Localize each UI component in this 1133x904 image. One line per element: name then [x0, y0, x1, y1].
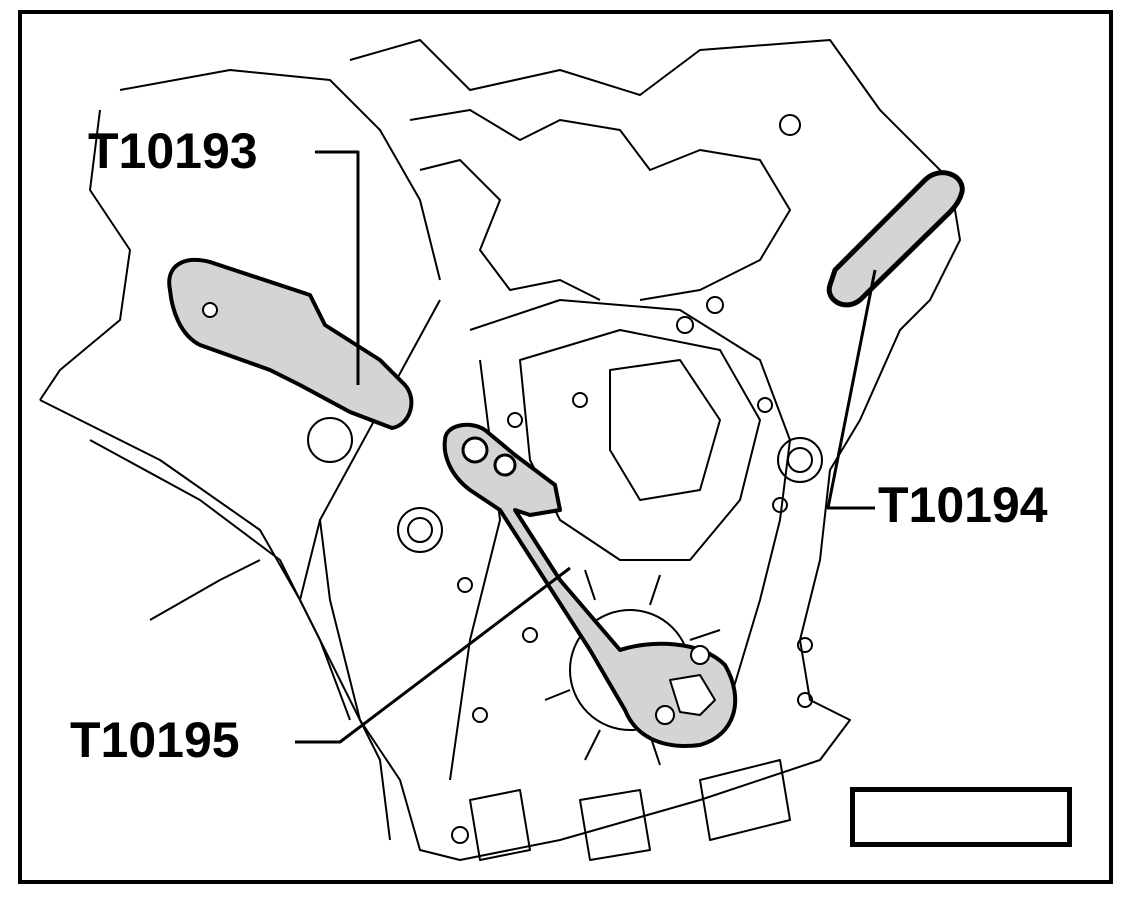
leader-t10193	[315, 150, 360, 385]
tool-t10193	[167, 257, 414, 430]
reference-number-box	[850, 787, 1072, 847]
diagram-frame	[18, 10, 1113, 884]
label-t10193: T10193	[88, 123, 258, 179]
label-t10194: T10194	[878, 477, 1048, 533]
label-t10195: T10195	[70, 712, 240, 768]
leader-t10194	[826, 269, 877, 510]
engine-block	[39, 39, 961, 861]
leader-t10195	[295, 566, 571, 744]
tool-t10195	[442, 422, 738, 748]
tool-t10194	[826, 170, 965, 308]
